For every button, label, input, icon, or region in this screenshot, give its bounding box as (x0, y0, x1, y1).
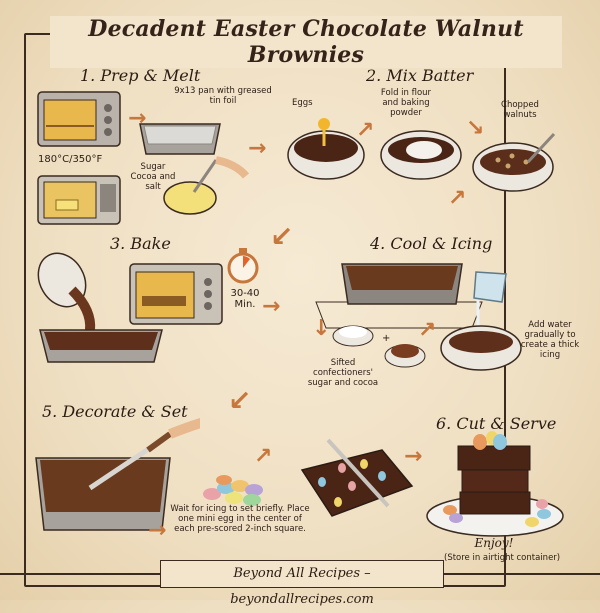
walnut-bowl-icon (472, 132, 556, 192)
cocoa-bowl-icon (384, 344, 426, 368)
flour-note: Fold in flour and baking powder (380, 88, 432, 118)
arrow-icon: ↓ (312, 316, 331, 341)
microwave-icon (37, 175, 121, 225)
whisk-bowl-icon (163, 156, 250, 215)
plus-sign: + (382, 333, 391, 344)
pour-batter-icon (37, 252, 163, 363)
arrow-icon: ↙ (270, 220, 294, 253)
pan-note: 9x13 pan with greased tin foil (174, 86, 272, 106)
mini-egg-note: Wait for icing to set briefly. Place one… (170, 504, 310, 534)
storage-note: (Store in airtight container) (444, 553, 561, 563)
brownie-stack-icon (426, 431, 564, 537)
egg-bowl-icon (287, 118, 365, 180)
oven-temp-label: 180°C/350°F (38, 154, 103, 165)
arrow-icon: ↗ (254, 444, 273, 469)
arrow-icon: → (248, 136, 267, 161)
spread-icing-icon (35, 418, 200, 531)
cut-brownies-icon (300, 438, 414, 517)
step-1-heading: 1. Prep & Melt (80, 66, 201, 85)
oven-icon (129, 263, 223, 325)
arrow-icon: → (404, 444, 423, 469)
sifted-sugar-note: Sifted confectioners' sugar and cocoa (307, 358, 379, 388)
sugar-bowl-icon (332, 325, 374, 347)
arrow-icon: ↗ (448, 186, 467, 211)
arrow-icon: → (262, 294, 281, 319)
arrow-icon: ↘ (466, 116, 485, 141)
mini-eggs-icon (203, 475, 263, 506)
footer-banner: Beyond All Recipes – beyondallrecipes.co… (160, 560, 444, 607)
bake-time-label: 30-40 Min. (230, 288, 260, 310)
step-5-heading: 5. Decorate & Set (42, 402, 188, 421)
stopwatch-icon (227, 248, 259, 284)
cooling-rack-icon (315, 263, 483, 329)
step-4-heading: 4. Cool & Icing (370, 234, 493, 253)
arrow-icon: ↙ (228, 384, 252, 417)
icing-bowl-icon (440, 271, 522, 371)
footer-rule-left (0, 573, 160, 575)
baking-pan-icon (139, 123, 221, 155)
dry-ingredients-note: Sugar Cocoa and salt (130, 162, 176, 192)
footer-rule-right (444, 573, 600, 575)
arrow-icon: → (148, 518, 167, 543)
arrow-icon: ↗ (418, 318, 437, 343)
add-water-note: Add water gradually to create a thick ic… (520, 320, 580, 360)
flour-bowl-icon (380, 130, 462, 180)
oven-icon (37, 91, 121, 147)
arrow-icon: ↗ (356, 118, 375, 143)
walnuts-note: Chopped walnuts (501, 100, 539, 120)
eggs-note: Eggs (292, 98, 313, 108)
step-2-heading: 2. Mix Batter (366, 66, 474, 85)
page-title: Decadent Easter Chocolate Walnut Brownie… (50, 16, 562, 68)
enjoy-label: Enjoy! (474, 536, 514, 550)
step-3-heading: 3. Bake (110, 234, 171, 253)
step-6-heading: 6. Cut & Serve (436, 414, 557, 433)
